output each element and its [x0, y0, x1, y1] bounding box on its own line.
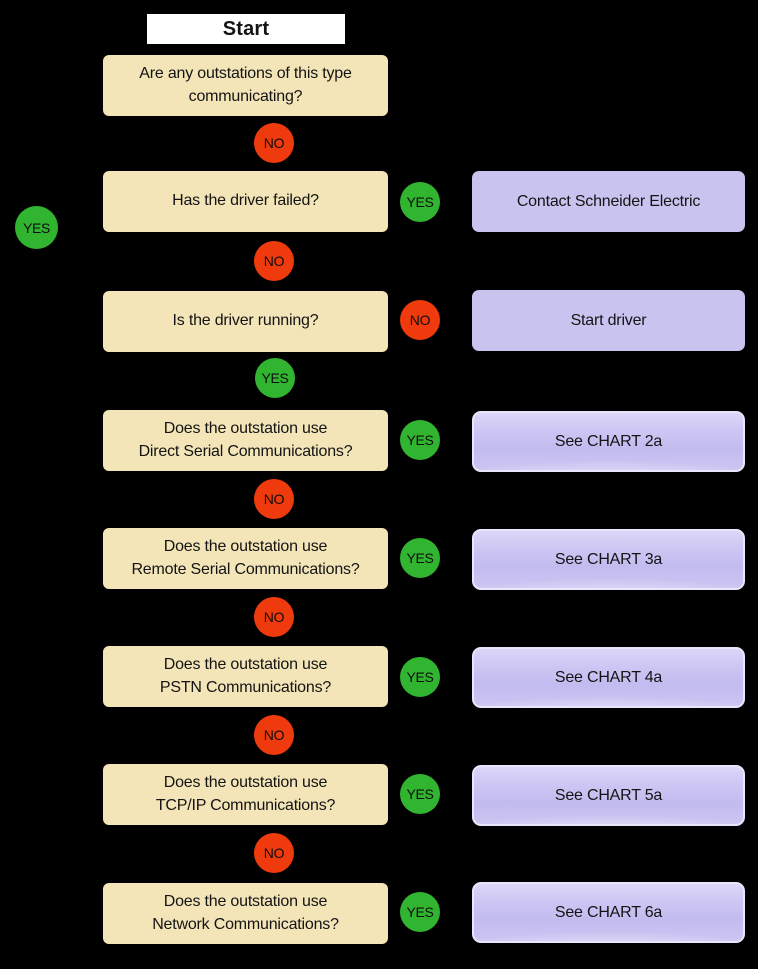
question-direct-serial: Does the outstation use Direct Serial Co…: [103, 410, 388, 471]
link-see-chart-2a[interactable]: See CHART 2a: [472, 411, 745, 472]
question-network: Does the outstation use Network Communic…: [103, 883, 388, 944]
link-see-chart-5a[interactable]: See CHART 5a: [472, 765, 745, 826]
question-outstations-communicating: Are any outstations of this type communi…: [103, 55, 388, 116]
no-badge: NO: [254, 241, 294, 281]
no-badge: NO: [400, 300, 440, 340]
link-see-chart-4a[interactable]: See CHART 4a: [472, 647, 745, 708]
no-badge: NO: [254, 479, 294, 519]
link-see-chart-6a[interactable]: See CHART 6a: [472, 882, 745, 943]
no-badge: NO: [254, 715, 294, 755]
start-node: Start: [147, 14, 345, 44]
action-start-driver: Start driver: [472, 290, 745, 351]
yes-badge: YES: [400, 774, 440, 814]
question-pstn: Does the outstation use PSTN Communicati…: [103, 646, 388, 707]
link-see-chart-3a[interactable]: See CHART 3a: [472, 529, 745, 590]
no-badge: NO: [254, 833, 294, 873]
yes-badge: YES: [400, 657, 440, 697]
yes-badge: YES: [400, 420, 440, 460]
no-badge: NO: [254, 123, 294, 163]
question-driver-failed: Has the driver failed?: [103, 171, 388, 232]
yes-badge: YES: [400, 538, 440, 578]
yes-badge: YES: [400, 182, 440, 222]
yes-badge: YES: [15, 206, 58, 249]
action-contact-schneider-electric: Contact Schneider Electric: [472, 171, 745, 232]
question-tcpip: Does the outstation use TCP/IP Communica…: [103, 764, 388, 825]
question-driver-running: Is the driver running?: [103, 291, 388, 352]
yes-badge: YES: [400, 892, 440, 932]
no-badge: NO: [254, 597, 294, 637]
question-remote-serial: Does the outstation use Remote Serial Co…: [103, 528, 388, 589]
yes-badge: YES: [255, 358, 295, 398]
